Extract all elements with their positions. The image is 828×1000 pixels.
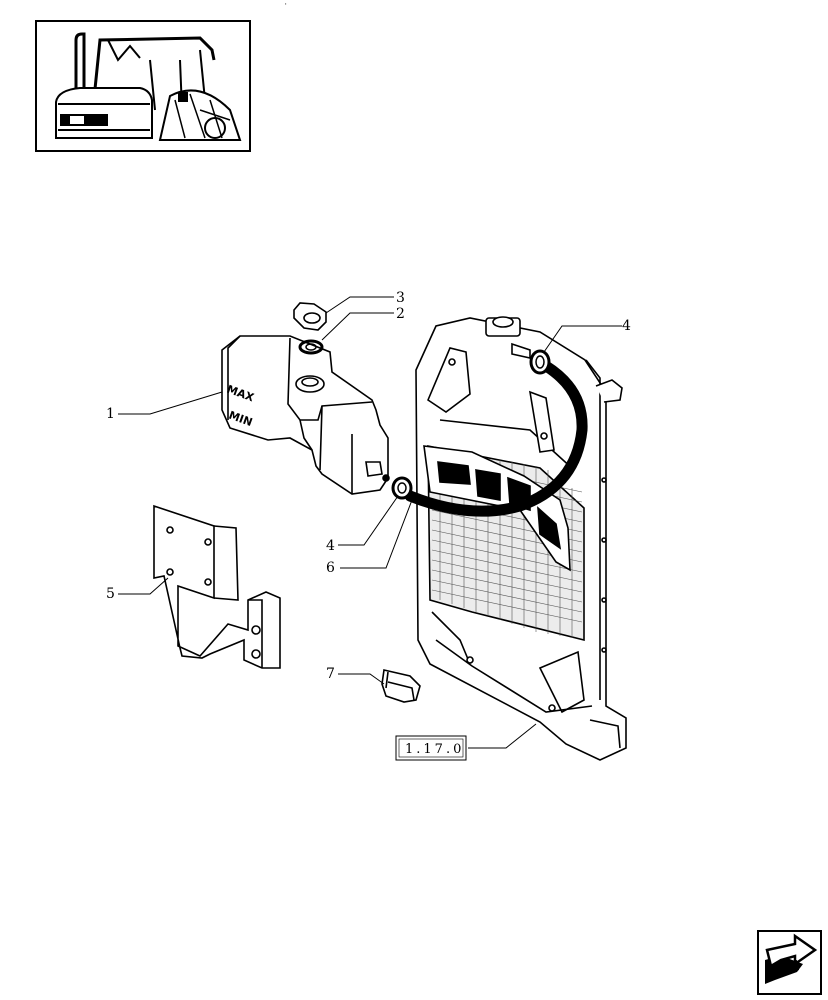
callout-2: 2 <box>396 306 405 322</box>
callout-7: 7 <box>326 666 335 682</box>
svg-text:': ' <box>285 3 287 10</box>
callout-leader-lines <box>118 296 622 749</box>
next-page-button[interactable] <box>757 930 822 995</box>
tank-bracket <box>153 504 281 669</box>
hose-clamp-lower <box>391 476 413 500</box>
reference-box: 1.17.0 <box>395 735 467 761</box>
tank-seal <box>298 339 324 355</box>
callout-4-top: 4 <box>622 318 631 334</box>
reference-box-text: 1.17.0 <box>405 742 464 757</box>
callout-1: 1 <box>106 406 115 422</box>
callout-6: 6 <box>326 560 335 576</box>
coolant-hose <box>404 360 588 517</box>
hose-clip <box>381 669 421 703</box>
hose-clamp-top <box>529 349 551 375</box>
radiator <box>415 316 627 761</box>
next-page-arrow-icon <box>757 930 822 995</box>
radiator-shroud-panel <box>423 445 571 572</box>
expansion-tank <box>221 335 390 495</box>
tractor-thumbnail-icon <box>35 20 251 152</box>
tank-cap <box>293 302 327 331</box>
callout-3: 3 <box>396 290 405 306</box>
callout-5: 5 <box>106 586 115 602</box>
callout-4-lower: 4 <box>326 538 335 554</box>
